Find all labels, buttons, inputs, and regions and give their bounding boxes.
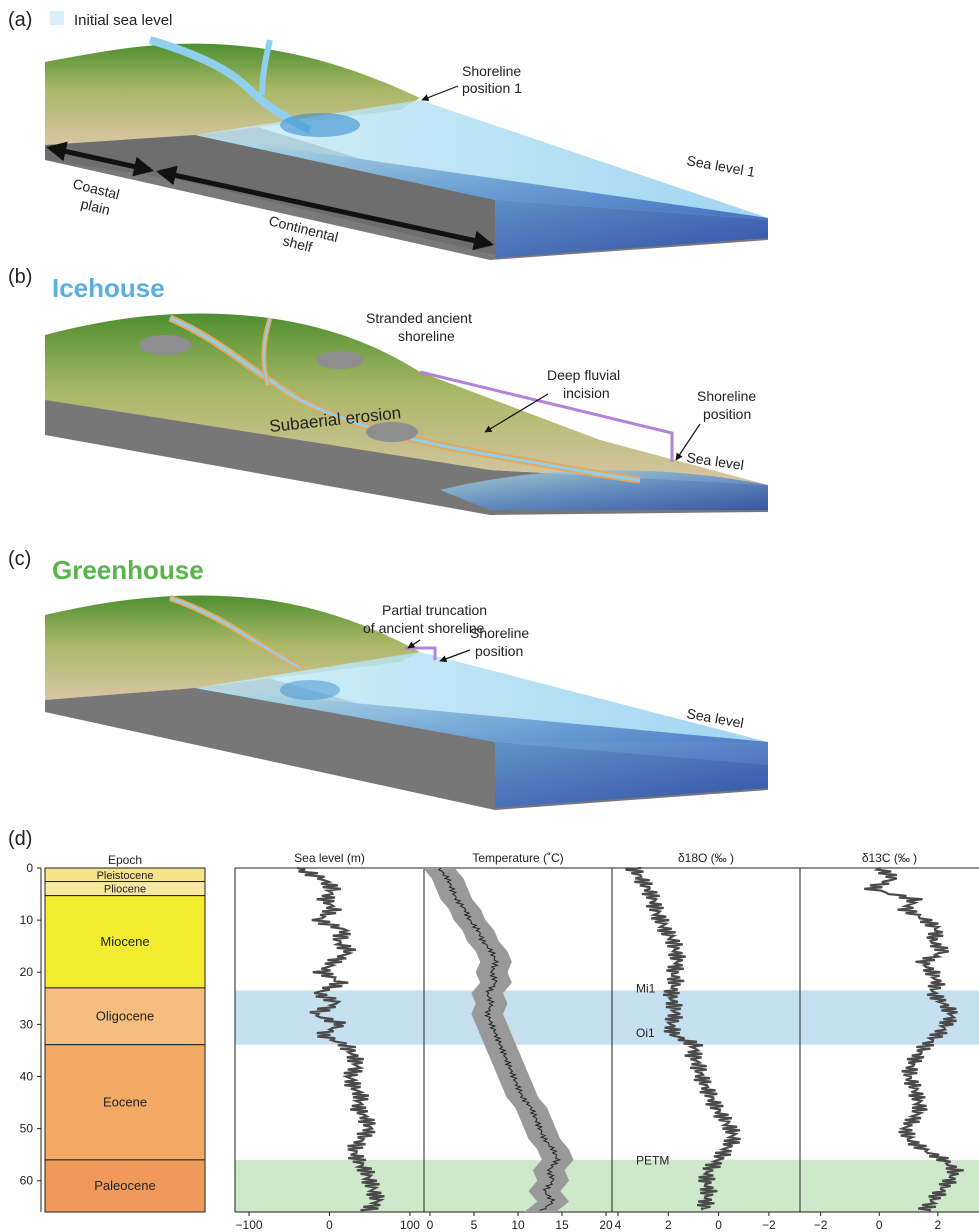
column-title: δ13C (‰ )	[862, 851, 917, 865]
epoch-label: Paleocene	[94, 1178, 155, 1193]
river-a	[148, 36, 312, 134]
initial-sea-level-legend: Initial sea level	[74, 12, 172, 29]
x-tick-label: 10	[511, 1218, 525, 1232]
x-tick-label: 15	[555, 1218, 569, 1232]
event-label: Mi1	[636, 982, 656, 996]
panel-d-letter: (d)	[8, 828, 32, 850]
age-tick-label: 20	[20, 965, 34, 979]
cloud-icon	[366, 422, 418, 442]
x-tick-label: −2	[814, 1218, 828, 1232]
climate-band	[235, 990, 979, 1045]
series-line	[297, 866, 385, 1212]
epoch-label: Pliocene	[104, 884, 146, 896]
greenhouse-title: Greenhouse	[52, 555, 204, 585]
temperature-envelope	[422, 868, 574, 1212]
series-line	[864, 867, 964, 1212]
stranded-shoreline-marker	[419, 370, 674, 462]
panel-b-letter: (b)	[8, 266, 32, 288]
panel-d: (d) Epoch PleistocenePlioceneMioceneOlig…	[8, 828, 979, 1232]
partial-truncation-label-2: of ancient shoreline	[363, 620, 485, 636]
shoreline-position-1-label: Shoreline	[462, 63, 521, 79]
icehouse-title: Icehouse	[52, 273, 165, 303]
x-tick-label: 0	[427, 1218, 434, 1232]
age-tick-label: 0	[26, 861, 33, 875]
land-surface-b	[45, 313, 768, 485]
age-tick-label: 50	[20, 1122, 34, 1136]
deep-incision-label: Deep fluvial	[547, 367, 620, 383]
epoch-label: Pleistocene	[97, 870, 154, 882]
continental-shelf-label-2: shelf	[281, 232, 314, 255]
x-tick-label: 2	[934, 1218, 941, 1232]
x-tick-label: 0	[326, 1218, 333, 1232]
epoch-label: Miocene	[100, 934, 149, 949]
epoch-box	[44, 895, 206, 989]
x-tick-label: −2	[762, 1218, 776, 1232]
age-tick-label: 10	[20, 913, 34, 927]
sea-body-c	[195, 688, 768, 808]
sea-body-b	[440, 470, 768, 510]
land-surface-c	[45, 595, 420, 700]
epoch-box	[44, 987, 206, 1046]
shoreline-position-b-label: Shoreline	[697, 388, 756, 404]
shoreline-position-1-label-2: position 1	[462, 80, 522, 96]
panel-c: (c) Greenhouse Partial truncation of anc…	[8, 548, 768, 810]
deep-incision-label-2: incision	[563, 385, 610, 401]
panel-a-letter: (a)	[8, 9, 32, 31]
series-line	[625, 866, 741, 1211]
age-tick-label: 40	[20, 1069, 34, 1083]
column-title: Sea level (m)	[294, 851, 365, 865]
epoch-column: PleistocenePlioceneMioceneOligoceneEocen…	[44, 867, 206, 1213]
shoreline-position-c-label-2: position	[475, 643, 523, 659]
epoch-label: Oligocene	[96, 1008, 155, 1023]
panel-a: (a) Initial sea level Shoreline position…	[8, 9, 768, 260]
x-tick-label: −100	[236, 1218, 263, 1232]
event-label: Oi1	[636, 1026, 655, 1040]
shoreline-position-b-label-2: position	[703, 406, 751, 422]
climate-band	[235, 1159, 979, 1212]
shoreline-position-c-label: Shoreline	[470, 625, 529, 641]
cloud-icon	[139, 335, 191, 355]
shoreline-arrow-b	[675, 423, 701, 461]
age-axis: 0 10 20 30 40 50 60	[20, 861, 42, 1212]
stranded-shoreline-label: Stranded ancient	[366, 310, 472, 326]
incision-arrow	[484, 393, 549, 433]
land-surface-a	[45, 43, 420, 145]
sea-level-b-label: Sea level	[686, 449, 745, 473]
series-line	[437, 867, 562, 1211]
coastal-plain-arrow	[46, 141, 154, 177]
panel-c-letter: (c)	[8, 548, 31, 570]
epoch-header: Epoch	[108, 853, 142, 867]
shoreline-arrow-a	[421, 85, 459, 102]
epoch-box	[44, 1044, 206, 1161]
initial-sea-level-swatch	[50, 11, 64, 25]
epoch-label: Eocene	[103, 1094, 147, 1109]
x-tick-label: 2	[665, 1218, 672, 1232]
stranded-shoreline-label-2: shoreline	[398, 328, 455, 344]
x-tick-label: 100	[400, 1218, 420, 1232]
epoch-box	[44, 1159, 206, 1213]
panel-b: (b) Icehouse Stranded ancient shoreline …	[8, 266, 768, 515]
x-tick-label: 5	[471, 1218, 478, 1232]
column-title: δ18O (‰ )	[678, 851, 734, 865]
column-title: Temperature (˚C)	[472, 851, 563, 865]
partial-truncation-label: Partial truncation	[382, 602, 487, 618]
age-tick-label: 60	[20, 1174, 34, 1188]
continental-shelf-arrow	[156, 165, 494, 251]
x-tick-label: 0	[715, 1218, 722, 1232]
x-tick-label: 0	[876, 1218, 883, 1232]
x-tick-label: 4	[615, 1218, 622, 1232]
cloud-icon	[316, 351, 364, 369]
event-label: PETM	[636, 1154, 669, 1168]
coastal-plain-label-2: plain	[79, 195, 112, 218]
x-tick-label: 20	[599, 1218, 613, 1232]
age-tick-label: 30	[20, 1017, 34, 1031]
sea-level-1-label: Sea level 1	[685, 152, 756, 180]
